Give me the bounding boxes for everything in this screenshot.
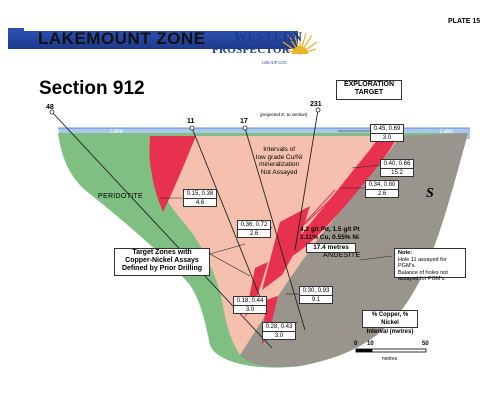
mineral-zone-east <box>280 136 398 262</box>
drillhole-231-label: 231 <box>310 101 322 108</box>
highlight-cuni: 1.11% Cu, 0.55% Ni <box>300 234 359 241</box>
assay-interval: 15.2 <box>381 168 413 177</box>
highlight-intercept: 4.2 g/t Pd, 1.5 g/t Pt 1.11% Cu, 0.55% N… <box>300 226 360 242</box>
intervals-line-4: Not Assayed <box>260 168 298 176</box>
target-zones-callout: Target Zones with Copper-Nickel Assays D… <box>114 248 210 276</box>
highlight-interval-box: 17.4 metres <box>306 243 356 253</box>
assay-box: 0.40, 0.66 15.2 <box>380 159 414 177</box>
target-zones-line-1: Target Zones with <box>132 249 192 256</box>
assay-box: 0.45, 0.69 3.0 <box>370 124 404 142</box>
assay-box: 0.30, 0.93 9.1 <box>299 286 333 304</box>
note-line-2: Balance of holes not <box>398 269 448 276</box>
target-zones-line-3: Defined by Prior Drilling <box>121 265 203 272</box>
assay-values: 0.45, 0.69 <box>373 126 401 132</box>
drillhole-11-trace <box>191 127 263 303</box>
assay-values: 0.28, 0.43 <box>265 324 293 330</box>
lake-label-west: Lake <box>110 129 124 135</box>
assay-values: 0.40, 0.66 <box>383 161 411 167</box>
mineral-zone-west <box>149 136 196 212</box>
scale-unit: metres <box>382 356 398 362</box>
projected-note: (projected E. to section) <box>260 112 308 117</box>
assay-interval: 2.6 <box>366 189 398 198</box>
title-bar <box>8 31 298 49</box>
sunburst-logo-icon <box>282 32 318 55</box>
drillhole-48-label: 48 <box>46 104 54 111</box>
assay-values: 0.36, 0.72 <box>240 222 268 228</box>
note-line-1: Hole 11 assayed for PGM's. <box>398 256 447 270</box>
drillhole-231-trace <box>294 109 319 251</box>
assay-values: 0.18, 0.44 <box>236 298 264 304</box>
drillhole-17-trace <box>244 127 306 331</box>
peridotite-label: PERIDOTITE <box>98 193 144 200</box>
note-line-3: assayed for PGM's. <box>398 276 446 282</box>
assay-box: 0.18, 0.44 3.0 <box>233 296 267 314</box>
mineral-zone-main <box>262 206 310 290</box>
assay-box: 0.36, 0.72 2.6 <box>237 220 271 238</box>
zone-title: LAKEMOUNT ZONE <box>38 29 206 48</box>
pgm-note: Note: Hole 11 assayed for PGM's. Balance… <box>394 248 466 282</box>
assay-box: 0.28, 0.43 3.0 <box>262 322 296 340</box>
assay-legend: % Copper, % Nickel Interval (metres) <box>362 310 418 335</box>
assay-interval: 3.0 <box>234 305 266 314</box>
highlight-pgm: 4.2 g/t Pd, 1.5 g/t Pt <box>300 226 360 233</box>
logo-line-1: WESTERN <box>234 29 303 44</box>
assay-values: 0.30, 0.93 <box>302 288 330 294</box>
intervals-line-2: low grade Cu/Ni <box>256 153 303 161</box>
scale-bar <box>355 348 427 353</box>
highlight-interval: 17.4 metres <box>313 244 349 251</box>
logo-line-2: PROSPECTOR <box>212 44 290 56</box>
lake-label-east: Lake <box>440 129 454 135</box>
section-title: Section 912 <box>39 78 145 99</box>
assay-values: 0.15, 0.38 <box>186 191 214 197</box>
intervals-line-3: mineralization <box>259 161 300 168</box>
scale-tick-50: 50 <box>422 341 429 347</box>
legend-interval: Interval (metres) <box>363 327 417 336</box>
assay-values: 0.34, 0.80 <box>368 182 396 188</box>
andesite-label: ANDESITE <box>323 252 361 259</box>
s-label: S <box>426 186 434 201</box>
target-zones-line-2: Copper-Nickel Assays <box>125 257 199 264</box>
legend-values: % Copper, % Nickel <box>371 312 409 326</box>
assay-interval: 2.6 <box>238 229 270 238</box>
drillhole-11-label: 11 <box>187 118 195 125</box>
assay-interval: 9.1 <box>300 295 332 304</box>
assay-box: 0.34, 0.80 2.6 <box>365 180 399 198</box>
assay-box: 0.15, 0.38 4.6 <box>183 189 217 207</box>
scale-tick-10: 10 <box>367 341 374 347</box>
note-heading: Note: <box>398 250 413 256</box>
intervals-line-1: Intervals of <box>263 146 296 153</box>
assay-interval: 3.0 <box>263 331 295 340</box>
exploration-target-line-1: EXPLORATION <box>343 81 395 88</box>
exploration-target-callout: EXPLORATION TARGET <box>336 80 402 100</box>
assay-interval: 3.0 <box>371 133 403 142</box>
title-bar-accent <box>8 28 24 31</box>
logo-line-3: GROUP LTD. <box>262 60 288 65</box>
exploration-target-line-2: TARGET <box>354 89 384 96</box>
intervals-note: Intervals of low grade Cu/Ni mineralizat… <box>256 146 302 176</box>
scale-tick-0: 0 <box>354 341 358 347</box>
assay-interval: 4.6 <box>184 198 216 207</box>
plate-number: PLATE 15 <box>448 18 481 25</box>
drillhole-17-label: 17 <box>240 118 248 125</box>
